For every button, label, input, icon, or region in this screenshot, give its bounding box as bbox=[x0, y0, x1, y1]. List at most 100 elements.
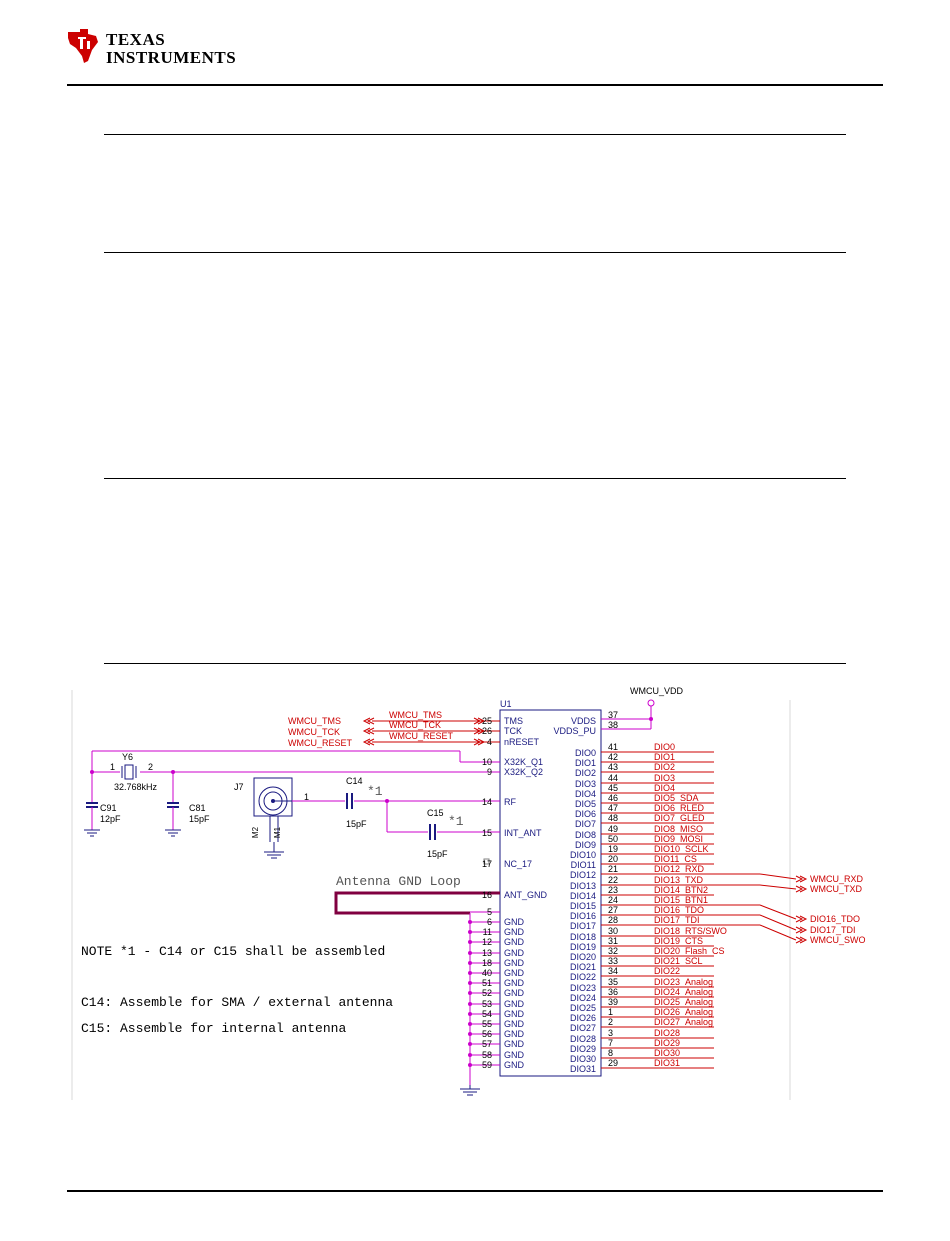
ic-pin-name: GND bbox=[504, 948, 524, 958]
ic-pin-name: DIO9 bbox=[574, 840, 596, 850]
dio-net-label: DIO14_BTN2 bbox=[654, 885, 709, 895]
dio-net-label: DIO18_RTS/SWO bbox=[654, 926, 727, 936]
crystal-pin2: 2 bbox=[148, 762, 154, 772]
ic-pin-name: DIO7 bbox=[574, 819, 596, 829]
ic-pin-name: DIO28 bbox=[569, 1034, 596, 1044]
junction bbox=[468, 1002, 472, 1006]
ic-pin-number: 1 bbox=[608, 1007, 614, 1017]
ic-pin-name: DIO19 bbox=[569, 942, 596, 952]
ic-pin-number: 48 bbox=[608, 813, 619, 823]
connector-ref: J7 bbox=[234, 782, 244, 792]
dio-net-label: DIO10_SCLK bbox=[654, 844, 709, 854]
header-rule bbox=[67, 84, 883, 86]
ic-pin-name: DIO13 bbox=[569, 881, 596, 891]
offpage-wire bbox=[759, 884, 797, 890]
ic-pin-number: 31 bbox=[608, 936, 619, 946]
c91-value: 12pF bbox=[100, 814, 121, 824]
antenna-gnd-loop-label: Antenna GND Loop bbox=[336, 874, 461, 889]
dio-net-label: DIO3 bbox=[654, 773, 676, 783]
ic-pin-number: 43 bbox=[608, 762, 619, 772]
ic-pin-name: INT_ANT bbox=[504, 828, 542, 838]
company-name-line1: Texas bbox=[106, 30, 166, 49]
ic-pin-name: TCK bbox=[504, 726, 522, 736]
junction bbox=[468, 981, 472, 985]
ic-pin-number: 46 bbox=[608, 793, 619, 803]
dio-net-label: DIO30 bbox=[654, 1048, 681, 1058]
dio-net-label: DIO6_RLED bbox=[654, 803, 705, 813]
ic-pin-number: 6 bbox=[486, 917, 492, 927]
c14-assembly-mark: *1 bbox=[367, 784, 383, 799]
ic-pin-number: 18 bbox=[481, 958, 492, 968]
dio-net-label: DIO21_SCL bbox=[654, 956, 703, 966]
ic-pin-number: 30 bbox=[608, 926, 619, 936]
ic-pin-name: DIO15 bbox=[569, 901, 596, 911]
ic-pin-name: nRESET bbox=[504, 737, 540, 747]
c14-ref: C14 bbox=[346, 776, 363, 786]
power-net-label: WMCU_VDD bbox=[630, 686, 683, 696]
ic-pin-number: 49 bbox=[608, 824, 619, 834]
ti-logo-icon bbox=[68, 29, 98, 63]
assembly-note-2: C14: Assemble for SMA / external antenna bbox=[81, 995, 394, 1010]
c14-value: 15pF bbox=[346, 819, 367, 829]
ic-pin-name: DIO4 bbox=[574, 789, 596, 799]
offpage-net-label: WMCU_RXD bbox=[810, 874, 863, 884]
jtag-net-right: WMCU_RESET bbox=[389, 731, 454, 741]
offpage-arrow-icon bbox=[795, 875, 808, 883]
ic-pin-name: TMS bbox=[504, 716, 523, 726]
ic-pin-number: 22 bbox=[608, 875, 619, 885]
ic-pin-name: DIO0 bbox=[574, 748, 596, 758]
ic-pin-name: DIO29 bbox=[569, 1044, 596, 1054]
dio-net-label: DIO13_TXD bbox=[654, 875, 704, 885]
offpage-net-label: WMCU_SWO bbox=[810, 935, 866, 945]
ic-pin-name: VDDS_PU bbox=[553, 726, 596, 736]
ic-pin-number: 58 bbox=[481, 1050, 492, 1060]
offpage-wire bbox=[759, 904, 797, 920]
ic-pin-number: 15 bbox=[481, 828, 492, 838]
jtag-arrow-out bbox=[362, 738, 375, 746]
ic-pin-name: DIO6 bbox=[574, 809, 596, 819]
connector-pin-m2: M2 bbox=[251, 826, 261, 839]
c15-assembly-mark: *1 bbox=[448, 814, 464, 829]
dio-net-label: DIO23_Analog bbox=[654, 977, 714, 987]
dio-net-label: DIO26_Analog bbox=[654, 1007, 714, 1017]
ic-pin-name: GND bbox=[504, 917, 524, 927]
junction bbox=[468, 920, 472, 924]
table-rule-4 bbox=[104, 663, 846, 664]
ic-pin-name: GND bbox=[504, 958, 524, 968]
ic-pin-name: X32K_Q1 bbox=[504, 757, 544, 767]
ic-pin-number: 36 bbox=[608, 987, 619, 997]
table-rule-2 bbox=[104, 252, 846, 253]
ic-pin-number: 44 bbox=[608, 773, 619, 783]
ic-pin-name: DIO16 bbox=[569, 911, 596, 921]
offpage-arrow-icon bbox=[795, 926, 808, 934]
jtag-net-left: WMCU_TCK bbox=[288, 727, 340, 737]
assembly-note-1: NOTE *1 - C14 or C15 shall be assembled bbox=[81, 944, 386, 959]
ic-pin-name: DIO14 bbox=[569, 891, 596, 901]
ic-pin-name: DIO8 bbox=[574, 830, 596, 840]
dio-net-label: DIO19_CTS bbox=[654, 936, 704, 946]
ic-pin-name: DIO2 bbox=[574, 768, 596, 778]
dio-net-label: DIO15_BTN1 bbox=[654, 895, 709, 905]
ic-pin-name: GND bbox=[504, 978, 524, 988]
junction bbox=[468, 1053, 472, 1057]
ic-pin-number: 9 bbox=[486, 767, 492, 777]
dio-net-label: DIO5_SDA bbox=[654, 793, 699, 803]
sma-connector-body bbox=[253, 777, 293, 817]
ic-pin-name: GND bbox=[504, 1009, 524, 1019]
jtag-arrow-out bbox=[362, 717, 375, 725]
ic-pin-name: DIO5 bbox=[574, 799, 596, 809]
dio-net-label: DIO17_TDI bbox=[654, 915, 700, 925]
ic-pin-number: 19 bbox=[608, 844, 619, 854]
junction bbox=[649, 717, 653, 721]
dio-net-label: DIO28 bbox=[654, 1028, 681, 1038]
ic-pin-name: DIO20 bbox=[569, 952, 596, 962]
ic-pin-name: GND bbox=[504, 1050, 524, 1060]
ic-pin-number: 56 bbox=[481, 1029, 492, 1039]
vdd-power-symbol bbox=[647, 699, 655, 707]
junction bbox=[468, 1022, 472, 1026]
dio-net-label: DIO12_RXD bbox=[654, 864, 705, 874]
dio-net-label: DIO0 bbox=[654, 742, 676, 752]
dio-net-label: DIO25_Analog bbox=[654, 997, 714, 1007]
ic-pin-number: 8 bbox=[608, 1048, 614, 1058]
